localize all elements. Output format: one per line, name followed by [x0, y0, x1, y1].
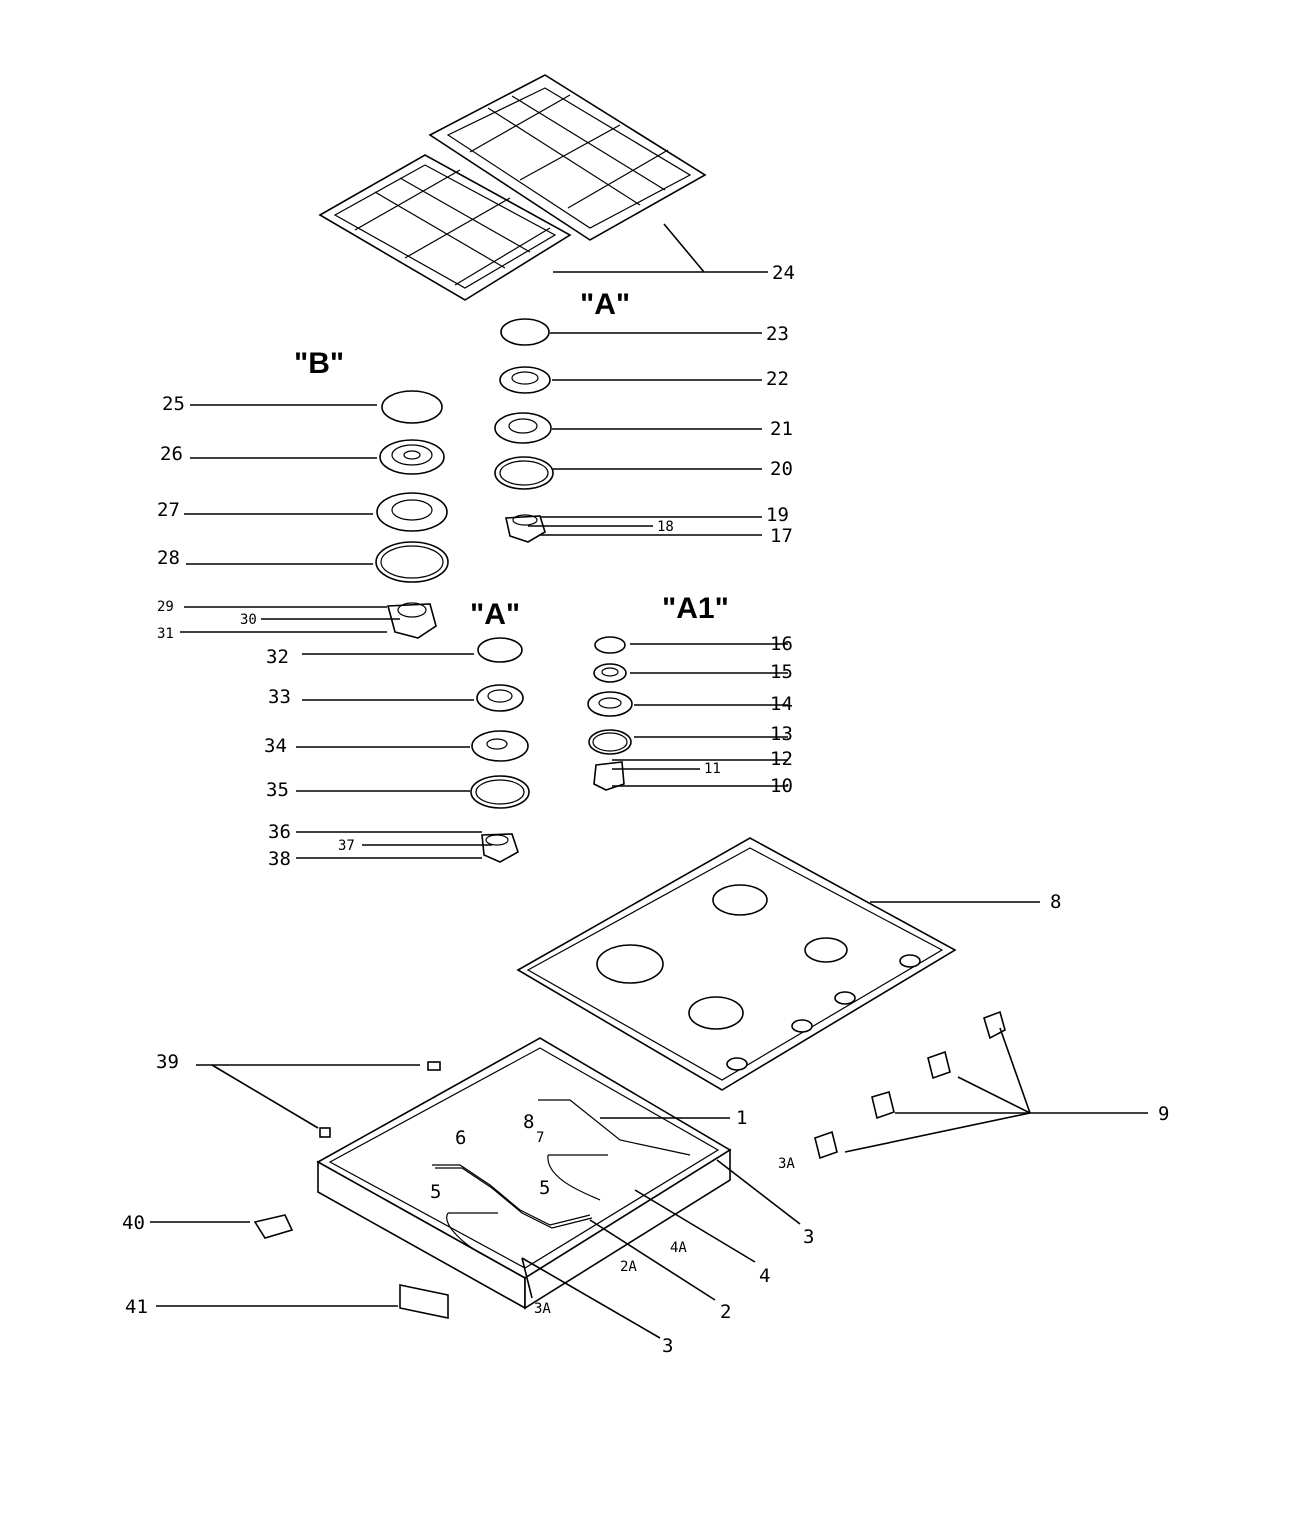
- burner-body-29: [386, 603, 437, 639]
- clip-39-b: [319, 1127, 331, 1138]
- callout-2a: 2A: [620, 1259, 637, 1275]
- base-tray: [316, 1037, 732, 1310]
- callout-24: 24: [772, 262, 795, 284]
- callout-40: 40: [122, 1212, 145, 1234]
- callout-10: 10: [770, 775, 793, 797]
- callout-9: 9: [1158, 1103, 1169, 1125]
- callout-numbers: 24 23 22 21 20 19 18 17 25 26 27 28 29 3…: [122, 262, 1169, 1357]
- burner-ring-20: [494, 456, 554, 490]
- group-label-b: "B": [294, 347, 344, 380]
- burner-body-17: [505, 515, 546, 543]
- callout-16: 16: [770, 633, 793, 655]
- callout-18: 18: [657, 519, 674, 535]
- burner-cap-16: [594, 636, 626, 654]
- clip-39-a: [427, 1061, 441, 1071]
- callout-11: 11: [704, 761, 721, 777]
- callout-6: 6: [455, 1127, 466, 1149]
- burner-body-36: [481, 833, 519, 863]
- callout-26: 26: [160, 443, 183, 465]
- callout-31: 31: [157, 626, 174, 642]
- burner-cap-25: [381, 390, 443, 424]
- callout-23: 23: [766, 323, 789, 345]
- callout-15: 15: [770, 661, 793, 683]
- burner-head-22: [499, 366, 551, 394]
- callout-29: 29: [157, 599, 174, 615]
- callout-5-right: 5: [539, 1177, 550, 1199]
- callout-25: 25: [162, 393, 185, 415]
- clips-and-brackets: [253, 1061, 449, 1319]
- callout-7: 7: [536, 1130, 544, 1146]
- burner-group-a-top: [494, 318, 554, 543]
- callout-3a-right: 3A: [778, 1156, 795, 1172]
- burner-group-a-mid: [470, 637, 530, 863]
- callout-17: 17: [770, 525, 793, 547]
- burner-crown-34: [471, 730, 529, 762]
- burner-head-33: [476, 684, 524, 712]
- burner-crown-21: [494, 412, 552, 444]
- callout-28: 28: [157, 547, 180, 569]
- callout-3a-bottom: 3A: [534, 1301, 551, 1317]
- burner-crown-27: [376, 492, 448, 532]
- burner-group-a1: [587, 636, 633, 791]
- callout-39: 39: [156, 1051, 179, 1073]
- callout-38: 38: [268, 848, 291, 870]
- callout-37: 37: [338, 838, 355, 854]
- callout-35: 35: [266, 779, 289, 801]
- burner-ring-35: [470, 775, 530, 809]
- callout-4: 4: [759, 1265, 770, 1287]
- callout-8: 8: [1050, 891, 1061, 913]
- callout-4a: 4A: [670, 1240, 687, 1256]
- bracket-41: [399, 1284, 449, 1319]
- pan-support-grids: [318, 74, 707, 301]
- callout-33: 33: [268, 686, 291, 708]
- leader-lines: [150, 223, 1148, 1339]
- group-label-a1: "A1": [662, 592, 729, 625]
- burner-group-b: [375, 390, 449, 639]
- callout-30: 30: [240, 612, 257, 628]
- burner-cap-32: [477, 637, 523, 663]
- burner-crown-14: [587, 691, 633, 717]
- callout-27: 27: [157, 499, 180, 521]
- callout-36: 36: [268, 821, 291, 843]
- burner-ring-28: [375, 541, 449, 583]
- callout-5-left: 5: [430, 1181, 441, 1203]
- callout-12: 12: [770, 748, 793, 770]
- callout-20: 20: [770, 458, 793, 480]
- callout-3-right: 3: [803, 1226, 814, 1248]
- callout-3-bottom: 3: [662, 1335, 673, 1357]
- group-label-a-top: "A": [580, 288, 630, 321]
- callout-1: 1: [736, 1107, 747, 1129]
- hob-top-glass: [516, 837, 957, 1091]
- callout-34: 34: [264, 735, 287, 757]
- callout-19: 19: [766, 504, 789, 526]
- callout-14: 14: [770, 693, 793, 715]
- callout-41: 41: [125, 1296, 148, 1318]
- clip-40: [253, 1214, 294, 1239]
- control-knobs: [814, 1010, 1006, 1160]
- callout-22: 22: [766, 368, 789, 390]
- group-label-a-mid: "A": [470, 598, 520, 631]
- callout-13: 13: [770, 723, 793, 745]
- callout-32: 32: [266, 646, 289, 668]
- burner-cap-23: [500, 318, 550, 346]
- callout-2: 2: [720, 1301, 731, 1323]
- burner-head-15: [593, 663, 627, 683]
- callout-21: 21: [770, 418, 793, 440]
- callout-8-tray: 8: [523, 1111, 534, 1133]
- burner-ring-13: [588, 729, 632, 755]
